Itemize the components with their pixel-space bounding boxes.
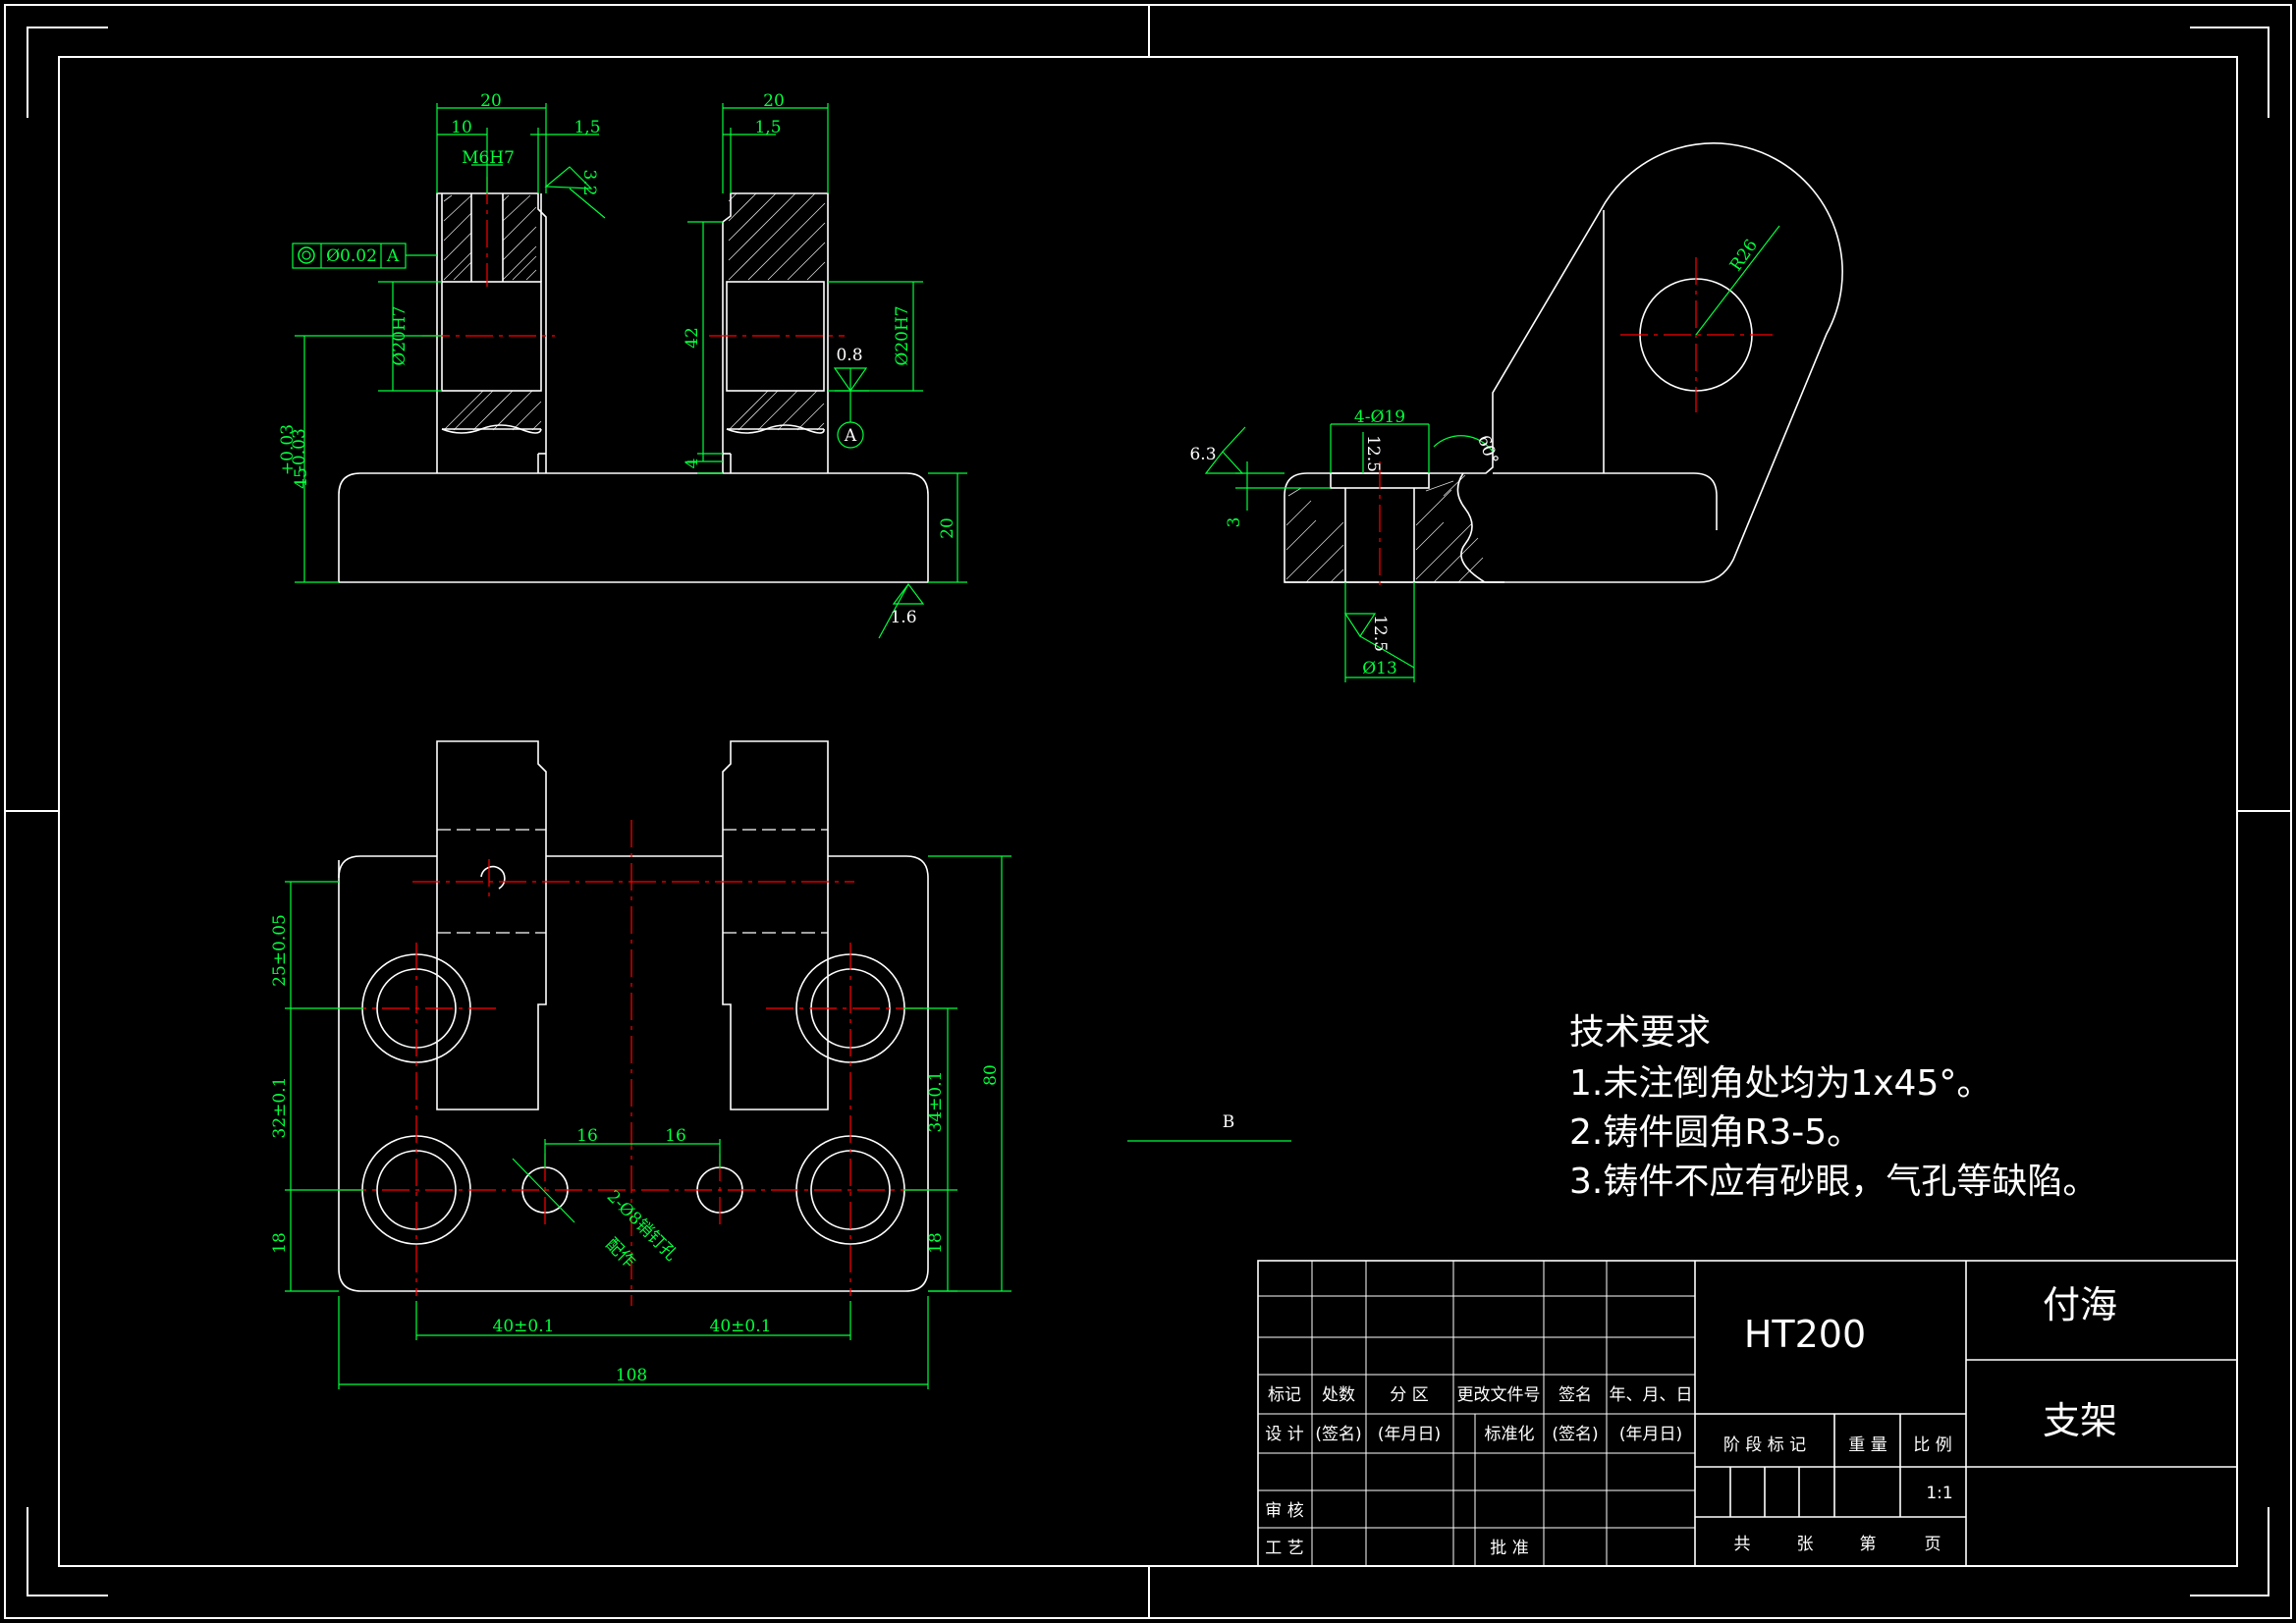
height-tol-lower: -0.03 (290, 428, 309, 471)
sheet-frame (4, 4, 2292, 1619)
roughness-6-3: 6.3 (1189, 445, 1216, 464)
dim-10: 10 (451, 118, 472, 137)
depth-3: 3 (1225, 517, 1244, 528)
dim-20-right: 20 (763, 91, 785, 111)
row-standard: 标准化 (1485, 1425, 1535, 1444)
dim-18-right: 18 (926, 1232, 946, 1254)
sheets-label: 张 (1797, 1535, 1814, 1554)
tolerance-value: Ø0.02 (326, 246, 377, 266)
scale-label: 比 例 (1913, 1435, 1951, 1455)
height-main: 45 (292, 467, 311, 489)
weight: 重 量 (1848, 1435, 1886, 1455)
top-view: 25±0.05 32±0.1 18 34±0.1 18 80 16 16 2-Ø… (270, 740, 1011, 1389)
dim-1-5-left: 1,5 (574, 118, 600, 137)
roughness-0-8: 0.8 (836, 346, 862, 365)
scale-value: 1:1 (1926, 1484, 1952, 1503)
dim-40-left: 40±0.1 (493, 1317, 555, 1336)
header-mark: 标记 (1268, 1385, 1301, 1405)
page-of-label: 第 (1860, 1535, 1877, 1554)
base-height: 20 (938, 517, 957, 539)
row-sign-2: (签名) (1552, 1425, 1598, 1444)
roughness-12-5-bottom: 12.5 (1370, 615, 1390, 652)
row-design: 设 计 (1265, 1425, 1303, 1444)
header-sign: 签名 (1558, 1385, 1592, 1405)
dim-108: 108 (616, 1366, 647, 1385)
pin-hole-note-2: 配作 (601, 1234, 638, 1271)
bore-left-dim: Ø20H7 (390, 305, 410, 365)
header-zone: 分 区 (1390, 1385, 1428, 1405)
dim-34: 34±0.1 (926, 1071, 946, 1133)
front-view: 20 10 1,5 M6H7 3.2 Ø0.02 A Ø20H7 +0.03 4… (278, 91, 967, 639)
dia-13: Ø13 (1362, 659, 1397, 678)
requirement-3: 3.铸件不应有砂眼，气孔等缺陷。 (1569, 1162, 2098, 1202)
dim-18-left: 18 (270, 1232, 290, 1254)
height-tol-upper: +0.03 (278, 424, 298, 475)
row-review: 审 核 (1265, 1501, 1303, 1521)
title-block: 标记 处数 分 区 更改文件号 签名 年、月、日 设 计 (签名) (年月日) … (1257, 1260, 2238, 1567)
dim-42: 42 (683, 327, 702, 349)
row-date-1: (年月日) (1378, 1425, 1441, 1444)
technical-requirements: 技术要求 1.未注倒角处均为1x45°。 2.铸件圆角R3-5。 3.铸件不应有… (1569, 1012, 2098, 1202)
dim-16-right: 16 (665, 1126, 686, 1146)
side-view: R26 4-Ø19 12.5 60° 6.3 3 12.5 Ø13 B (1127, 142, 1843, 1142)
header-date: 年、月、日 (1610, 1385, 1693, 1405)
roughness-1-6: 1.6 (890, 608, 916, 627)
dim-4: 4 (683, 459, 702, 469)
datum-ref: A (386, 246, 400, 266)
datum-a-label: A (844, 426, 857, 446)
row-sign-1: (签名) (1315, 1425, 1361, 1444)
requirements-title: 技术要求 (1569, 1012, 1711, 1053)
header-change: 更改文件号 (1457, 1385, 1541, 1405)
dim-80: 80 (981, 1064, 1001, 1086)
angle-60: 60° (1473, 433, 1502, 467)
header-count: 处数 (1322, 1385, 1355, 1405)
dim-16-left: 16 (576, 1126, 598, 1146)
row-date-2: (年月日) (1619, 1425, 1682, 1444)
part-name: 支架 (2043, 1399, 2117, 1442)
roughness-3-2: 3.2 (579, 169, 599, 195)
material: HT200 (1744, 1313, 1866, 1356)
section-label-b: B (1223, 1112, 1235, 1132)
dim-1-5-right: 1,5 (754, 118, 781, 137)
roughness-12-5-top: 12.5 (1363, 435, 1383, 472)
dim-25: 25±0.05 (270, 914, 290, 987)
dim-32: 32±0.1 (270, 1077, 290, 1139)
row-approve: 批 准 (1490, 1539, 1528, 1558)
requirement-1: 1.未注倒角处均为1x45°。 (1569, 1063, 1992, 1104)
total-label: 共 (1734, 1535, 1751, 1554)
concentricity-icon (298, 246, 315, 264)
page-label: 页 (1925, 1535, 1941, 1554)
dim-40-right: 40±0.1 (710, 1317, 772, 1336)
stage-mark: 阶 段 标 记 (1723, 1435, 1806, 1455)
thread-spec: M6H7 (462, 148, 515, 168)
holes-4-19: 4-Ø19 (1354, 407, 1405, 427)
row-process: 工 艺 (1265, 1539, 1303, 1558)
dim-20-left: 20 (480, 91, 502, 111)
requirement-2: 2.铸件圆角R3-5。 (1569, 1112, 1862, 1153)
bore-right-dim: Ø20H7 (893, 305, 912, 365)
author: 付海 (2043, 1283, 2117, 1326)
